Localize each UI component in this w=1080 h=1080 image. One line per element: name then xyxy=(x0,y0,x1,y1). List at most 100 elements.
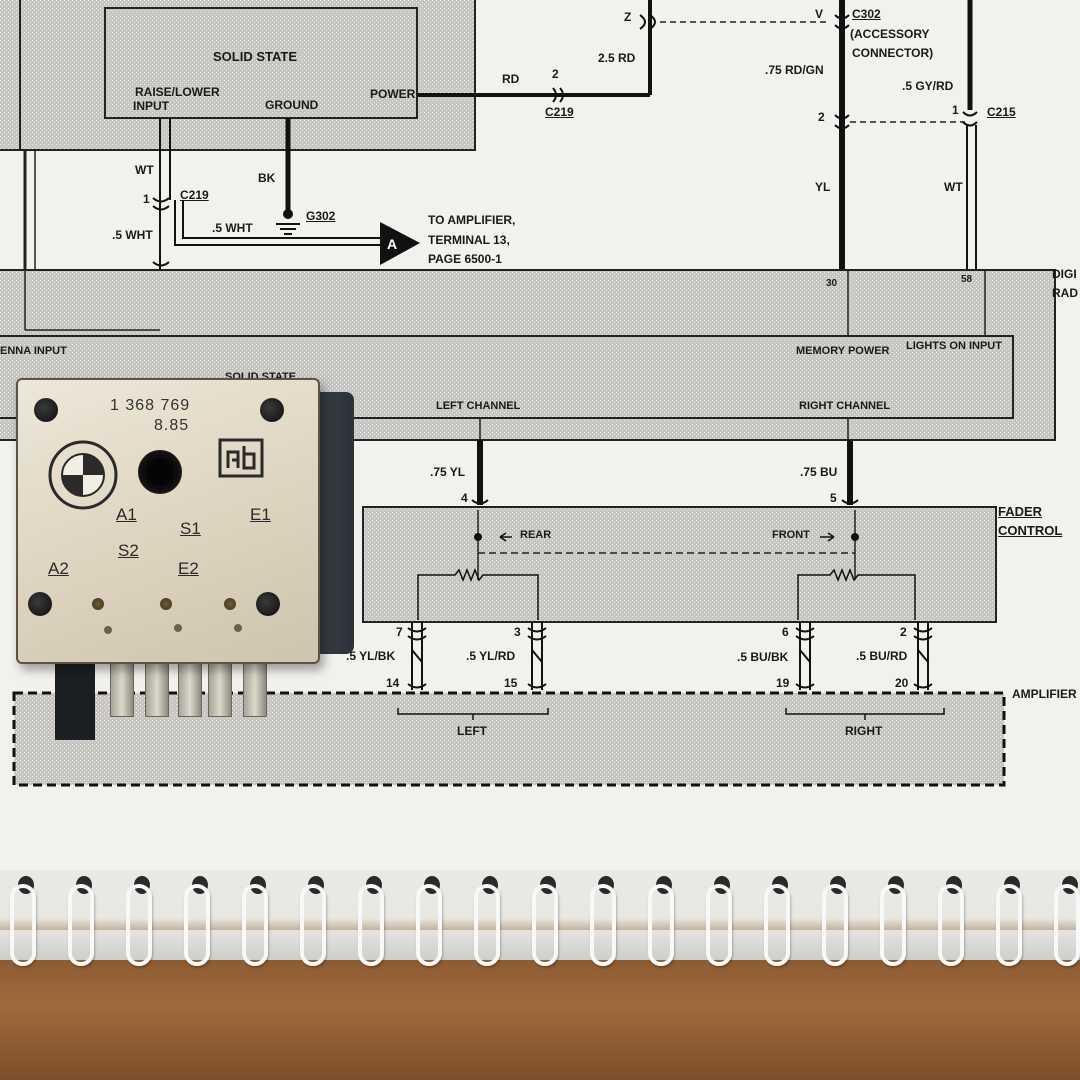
fader-pin-7-label: 7 xyxy=(396,625,403,639)
wire-5burd-label: .5 BU/RD xyxy=(856,649,908,663)
knob-hole-icon xyxy=(138,450,182,494)
module-blade-terminal xyxy=(243,655,267,717)
screw-icon xyxy=(34,398,58,422)
solder-pin xyxy=(92,598,104,610)
fader-label-1: FADER xyxy=(998,504,1043,519)
left-channel-label: LEFT CHANNEL xyxy=(436,400,521,412)
module-blade-terminal xyxy=(145,655,169,717)
binding-coil-icon xyxy=(126,870,156,970)
wire-5wht-a-label: .5 WHT xyxy=(112,228,153,242)
wire-75bu-label: .75 BU xyxy=(800,465,838,479)
wire-5wht-b-label: .5 WHT xyxy=(212,221,253,235)
fader-control-box xyxy=(362,506,997,623)
solder-pin xyxy=(234,624,242,632)
pin-30-label: 30 xyxy=(826,278,838,289)
radio-label-1: DIGI xyxy=(1052,267,1077,281)
binding-coil-icon xyxy=(474,870,504,970)
solder-pin xyxy=(160,598,172,610)
hidden-solid-state-label: SOLID STATE xyxy=(225,371,297,383)
module-blade-terminal xyxy=(208,655,232,717)
pin-58-label: 58 xyxy=(961,274,973,285)
to-amplifier-label-1: TO AMPLIFIER, xyxy=(428,213,516,227)
yl-label: YL xyxy=(815,180,831,194)
wire-25rd-label: 2.5 RD xyxy=(598,51,636,65)
binding-coil-icon xyxy=(184,870,214,970)
part-number: 1 368 769 xyxy=(110,397,191,414)
power-label: POWER xyxy=(370,87,416,101)
memory-power-label: MEMORY POWER xyxy=(796,345,890,357)
to-amplifier-label-2: TERMINAL 13, xyxy=(428,233,510,247)
binding-coil-icon xyxy=(68,870,98,970)
amp-pin-19-label: 19 xyxy=(776,676,790,690)
bk-label: BK xyxy=(258,171,276,185)
right-channel-label: RIGHT CHANNEL xyxy=(799,400,891,412)
c302-label: C302 xyxy=(852,7,881,21)
binding-coil-icon xyxy=(300,870,330,970)
input-label: INPUT xyxy=(133,99,169,113)
connector-a-label: A xyxy=(387,236,398,252)
solid-state-label: SOLID STATE xyxy=(213,49,298,64)
binding-coil-icon xyxy=(532,870,562,970)
module-blade-terminal xyxy=(178,655,202,717)
v-pin-label: V xyxy=(815,7,824,21)
bmw-logo-icon xyxy=(48,440,118,510)
amp-right-label: RIGHT xyxy=(845,724,883,738)
fader-pin-6-label: 6 xyxy=(782,625,789,639)
fader-pin-4-label: 4 xyxy=(461,491,468,505)
wire-5ylbk-label: .5 YL/BK xyxy=(346,649,396,663)
rd-pin-label: 2 xyxy=(552,67,559,81)
g302-label: G302 xyxy=(306,209,336,223)
antenna-input-label: ENNA INPUT xyxy=(0,345,67,357)
wt-right-label: WT xyxy=(944,180,963,194)
terminal-a1-label: A1 xyxy=(116,505,137,524)
binding-coil-icon xyxy=(938,870,968,970)
manufacturer-logo-icon xyxy=(218,438,264,478)
terminal-e1-label: E1 xyxy=(250,505,271,524)
solder-pin xyxy=(104,626,112,634)
raise-lower-label: RAISE/LOWER xyxy=(135,85,220,99)
solder-pin xyxy=(224,598,236,610)
amp-pin-20-label: 20 xyxy=(895,676,909,690)
binding-coil-icon xyxy=(648,870,678,970)
pin-1b-label: 1 xyxy=(143,192,150,206)
wire-5gyrd-label: .5 GY/RD xyxy=(902,79,954,93)
ground-label: GROUND xyxy=(265,98,319,112)
c219-top-label: C219 xyxy=(545,105,574,119)
screw-icon xyxy=(256,592,280,616)
module-blade-terminal xyxy=(110,655,134,717)
date-code: 8.85 xyxy=(154,417,190,434)
amplifier-label: AMPLIFIER xyxy=(1012,687,1077,701)
to-amplifier-label-3: PAGE 6500-1 xyxy=(428,252,502,266)
binding-coil-icon xyxy=(822,870,852,970)
solid-state-box xyxy=(104,7,418,119)
amp-left-label: LEFT xyxy=(457,724,487,738)
z-pin-label: Z xyxy=(624,10,632,24)
binding-coil-icon xyxy=(880,870,910,970)
front-label: FRONT xyxy=(772,529,810,541)
module-mounting-post xyxy=(55,655,95,740)
accessory-label-2: CONNECTOR) xyxy=(852,46,934,60)
terminal-a2-label: A2 xyxy=(48,559,69,578)
fader-pin-2-label: 2 xyxy=(900,625,907,639)
terminal-s2-label: S2 xyxy=(118,541,139,560)
rear-label: REAR xyxy=(520,529,552,541)
accessory-label-1: (ACCESSORY xyxy=(850,27,930,41)
binding-coil-icon xyxy=(242,870,272,970)
wire-75rdgn-label: .75 RD/GN xyxy=(765,63,824,77)
amp-pin-14-label: 14 xyxy=(386,676,400,690)
binding-coil-icon xyxy=(590,870,620,970)
fader-pin-3-label: 3 xyxy=(514,625,521,639)
fader-label-2: CONTROL xyxy=(998,523,1063,538)
pin-2-label: 2 xyxy=(818,110,825,124)
solder-pin xyxy=(174,624,182,632)
wire-5ylrd-label: .5 YL/RD xyxy=(466,649,516,663)
wooden-table xyxy=(0,955,1080,1080)
binding-coil-icon xyxy=(358,870,388,970)
c219-mid-label: C219 xyxy=(180,188,209,202)
binding-coil-icon xyxy=(1054,870,1080,970)
screw-icon xyxy=(28,592,52,616)
wire-5bubk-label: .5 BU/BK xyxy=(737,650,789,664)
wt-left-label: WT xyxy=(135,163,154,177)
fader-module: 1 368 769 8.85 A1 S1 E1 S2 A2 E2 xyxy=(16,378,320,664)
spiral-binding xyxy=(0,870,1080,980)
